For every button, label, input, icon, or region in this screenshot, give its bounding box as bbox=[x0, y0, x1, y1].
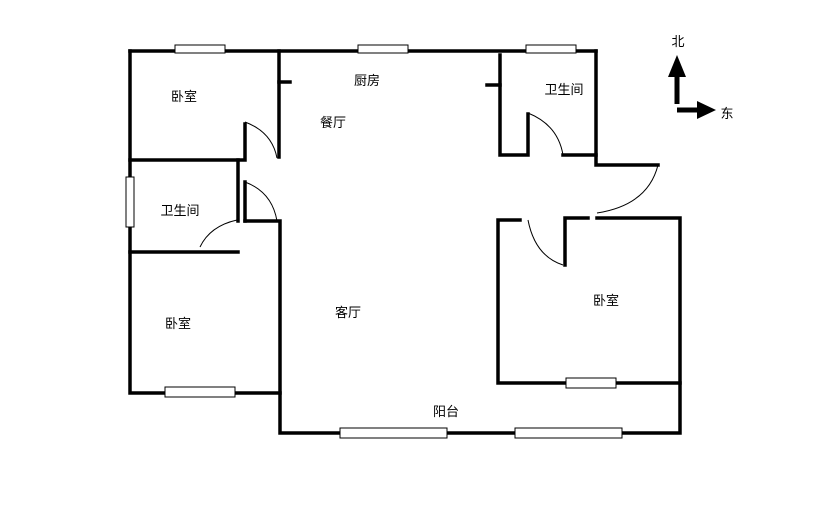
windows bbox=[125, 44, 623, 439]
label-kitchen: 厨房 bbox=[354, 73, 380, 89]
label-bedroom-nw: 卧室 bbox=[171, 89, 197, 105]
label-balcony: 阳台 bbox=[433, 405, 459, 420]
compass-north-label: 北 bbox=[671, 35, 684, 50]
room-labels: 卧室 厨房 餐厅 卫生间 卫生间 卧室 客厅 卧室 阳台 bbox=[160, 73, 619, 420]
compass-east-label: 东 bbox=[720, 107, 733, 122]
doors bbox=[199, 112, 659, 266]
label-bathroom-w: 卫生间 bbox=[160, 204, 199, 219]
label-living-room: 客厅 bbox=[335, 305, 361, 321]
label-bedroom-sw: 卧室 bbox=[165, 316, 191, 332]
compass: 北 东 bbox=[668, 35, 734, 122]
walls bbox=[128, 49, 682, 435]
label-bedroom-e: 卧室 bbox=[593, 293, 619, 309]
label-dining: 餐厅 bbox=[320, 115, 346, 131]
label-bathroom-ne: 卫生间 bbox=[544, 83, 583, 98]
